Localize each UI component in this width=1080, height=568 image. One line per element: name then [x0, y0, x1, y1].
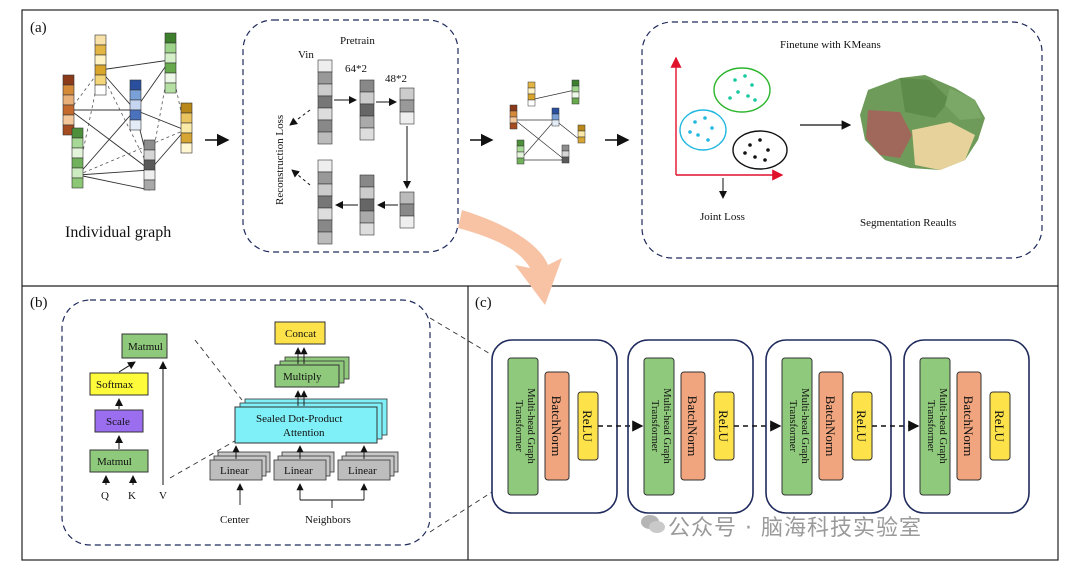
wechat-icon: [641, 515, 665, 533]
attention-box: [61, 299, 431, 546]
block-2-mhgt: [643, 357, 675, 496]
block-3-mhgt-line2: Transformer: [787, 400, 798, 453]
vin-label: Vin: [298, 49, 314, 61]
zoom-line-bottom: [169, 437, 241, 479]
concat-box: Concat: [285, 328, 316, 340]
pretrain-title: Pretrain: [340, 35, 375, 47]
individual-graph-label: Individual graph: [65, 224, 171, 241]
block-4-batchnorm-label: BatchNorm: [961, 396, 976, 457]
block-2-mhgt-line2: Transformer: [649, 400, 660, 453]
scaled-dot-product-stack: [89, 333, 168, 485]
segmentation-results-label: Segmentation Reaults: [860, 217, 956, 229]
block-2-batchnorm-label: BatchNorm: [685, 396, 700, 457]
block-1-mhgt-line1: Multi-head Graph: [525, 388, 536, 464]
big-curved-arrow: [458, 210, 562, 305]
autoencoder-stacks: [317, 59, 415, 245]
matmul-top: Matmul: [128, 341, 163, 353]
panel-a-label: (a): [30, 20, 47, 36]
individual-graph: [62, 32, 193, 191]
linear-center: Linear: [220, 465, 249, 477]
segmentation-render: [860, 75, 985, 170]
block-3-batchnorm-label: BatchNorm: [823, 396, 838, 457]
block-3-mhgt: [781, 357, 813, 496]
block-4-relu-label: ReLU: [992, 410, 1007, 442]
reconstruction-loss-label: Reconstruction Loss: [274, 115, 286, 205]
matmul-bottom: Matmul: [97, 456, 132, 468]
k-label: K: [128, 490, 136, 502]
block-3-batchnorm: [818, 371, 844, 481]
v-label: V: [159, 490, 167, 502]
sdpa-line2: Attention: [283, 427, 325, 439]
zoom-line-c-bottom: [429, 491, 493, 533]
scale-box: Scale: [106, 416, 130, 428]
pretrained-graph: [509, 79, 586, 165]
block-3-mhgt-line1: Multi-head Graph: [799, 388, 810, 464]
q-label: Q: [101, 490, 109, 502]
block-4-mhgt-line1: Multi-head Graph: [937, 388, 948, 464]
cluster-plot: [670, 56, 788, 199]
finetune-title: Finetune with KMeans: [780, 39, 881, 51]
sdpa-line1: Sealed Dot-Product: [256, 413, 342, 425]
block-1-batchnorm: [544, 371, 570, 481]
finetune-box: [641, 21, 1043, 259]
block-2-mhgt-line1: Multi-head Graph: [661, 388, 672, 464]
neighbors-label: Neighbors: [305, 514, 351, 526]
block-4-relu: [989, 391, 1011, 461]
watermark: 公众号 · 脑海科技实验室: [668, 516, 922, 541]
block-2-batchnorm: [680, 371, 706, 481]
block-4-batchnorm: [956, 371, 982, 481]
block-3-relu-label: ReLU: [854, 410, 869, 442]
zoom-line-c-top: [429, 317, 493, 356]
autoencoder-arrows: [289, 96, 411, 209]
block-1-batchnorm-label: BatchNorm: [549, 396, 564, 457]
multiply-box: Multiply: [283, 371, 322, 383]
joint-loss-label: Joint Loss: [700, 211, 745, 223]
linear-neighbor-2: Linear: [348, 465, 377, 477]
block-1-mhgt: [507, 357, 539, 496]
block-1-mhgt-line2: Transformer: [513, 400, 524, 453]
block-2-relu-label: ReLU: [716, 410, 731, 442]
multi-head-attention: [209, 321, 399, 508]
block-1-relu-label: ReLU: [580, 410, 595, 442]
block-4-mhgt-line2: Transformer: [925, 400, 936, 453]
figure-frame: [21, 9, 1059, 561]
zoom-line-top: [194, 339, 243, 401]
block-4-frame: [903, 339, 1030, 514]
center-label: Center: [220, 514, 250, 526]
panel-b-label: (b): [30, 295, 48, 311]
softmax-box: Softmax: [96, 379, 134, 391]
panel-c-label: (c): [475, 295, 492, 311]
dim-64-label: 64*2: [345, 63, 367, 75]
block-4-mhgt: [919, 357, 951, 496]
dim-48-label: 48*2: [385, 73, 407, 85]
linear-neighbor-1: Linear: [284, 465, 313, 477]
